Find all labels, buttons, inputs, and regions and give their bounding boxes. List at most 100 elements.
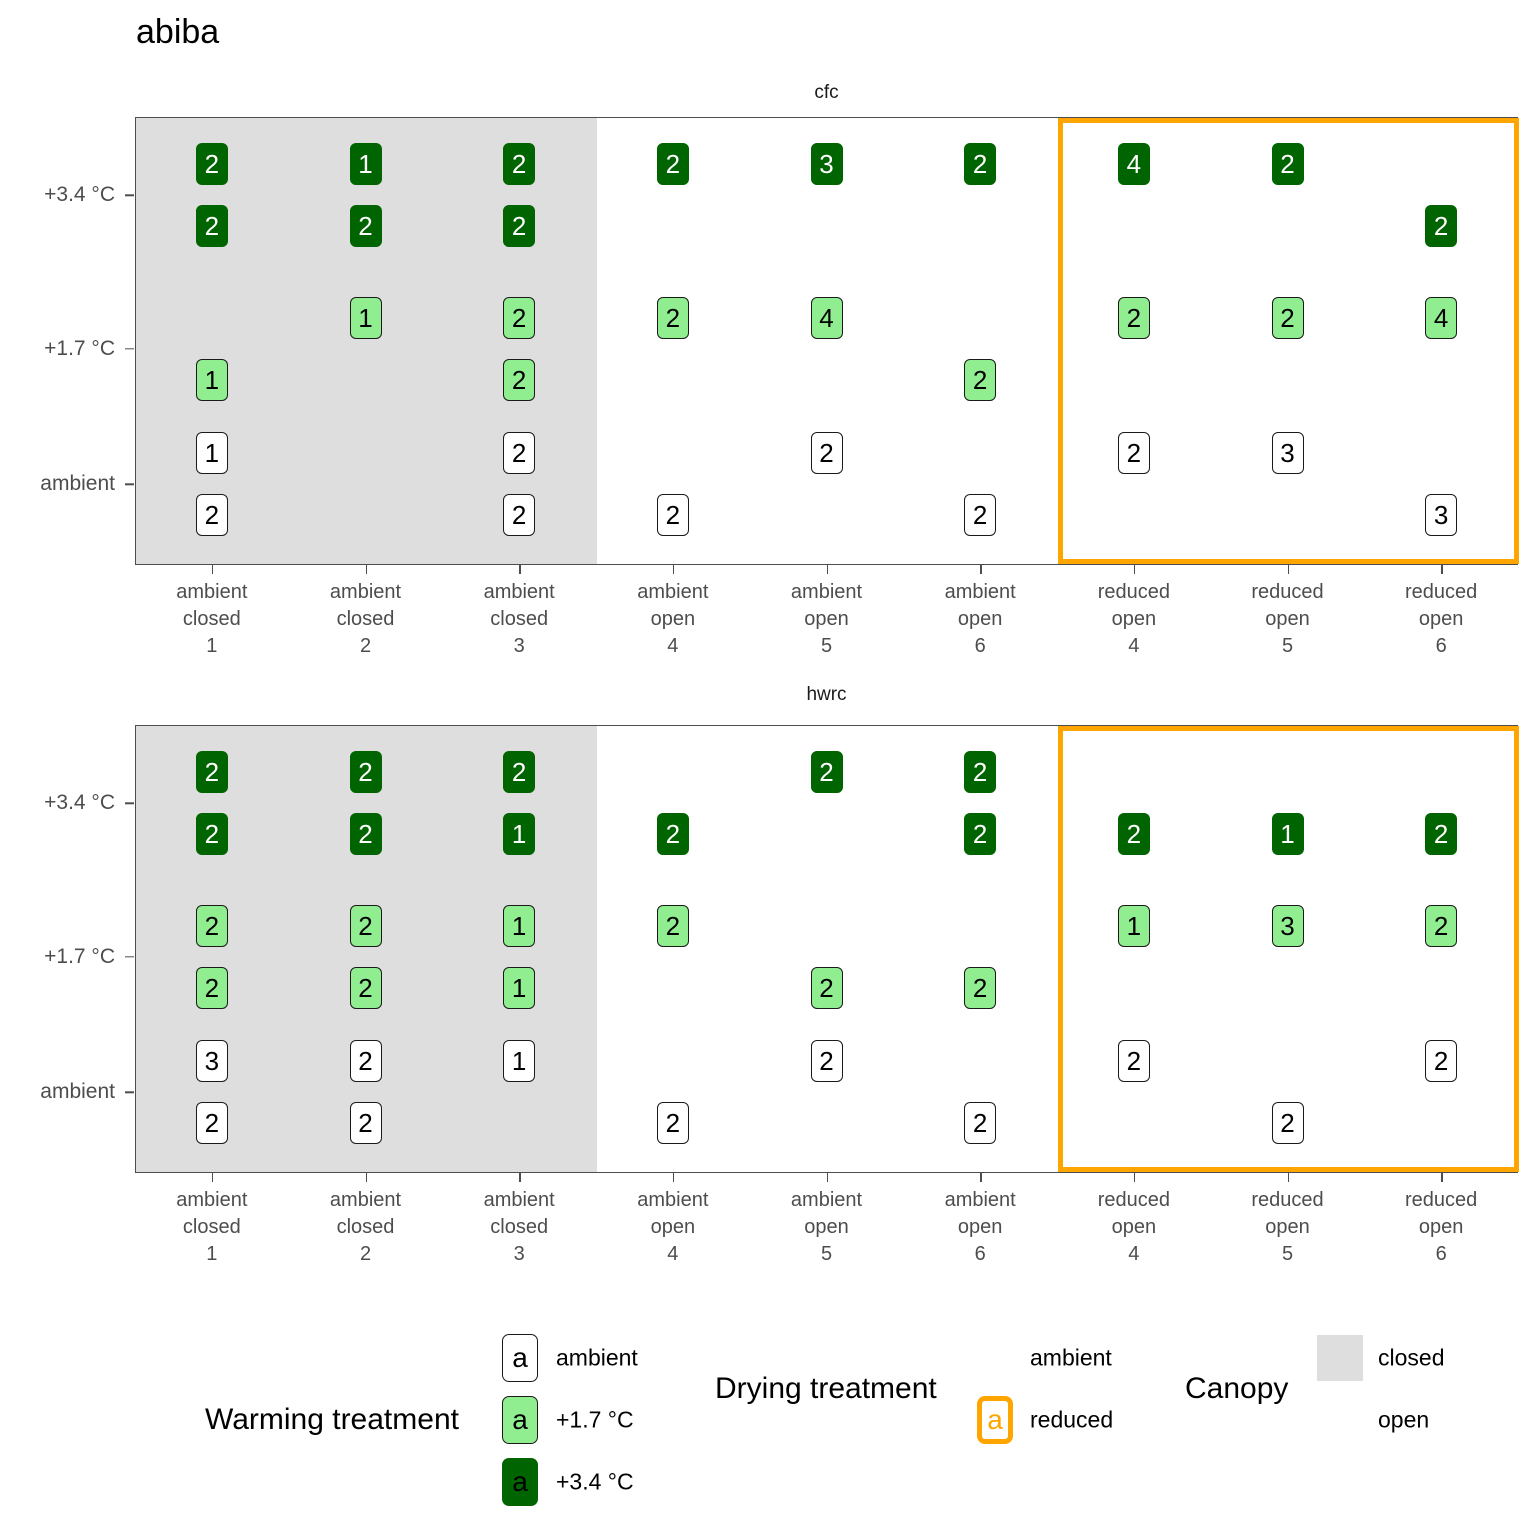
x-tick-label-line: 4 — [1128, 635, 1140, 657]
data-point: 2 — [964, 359, 997, 402]
data-point: 2 — [964, 813, 997, 856]
x-tick-label-line: open — [1265, 608, 1310, 630]
y-tick-mark-1-1 — [125, 956, 134, 958]
facet-strip-cfc: cfc — [814, 82, 839, 103]
data-point: 2 — [656, 494, 689, 537]
data-point: 1 — [503, 967, 536, 1010]
x-tick-label-line: reduced — [1251, 1189, 1324, 1211]
legend-title-canopy: Canopy — [1185, 1372, 1289, 1405]
data-point: 1 — [195, 432, 228, 475]
legend-key-warming-1: a — [502, 1396, 538, 1444]
x-tick-label-line: ambient — [176, 581, 248, 603]
x-tick-label-line: open — [957, 608, 1003, 630]
x-tick-mark-1-1 — [365, 1173, 367, 1182]
legend-label-canopy-0: closed — [1378, 1344, 1445, 1371]
data-point: 2 — [1425, 1040, 1458, 1083]
data-point: 2 — [503, 494, 536, 537]
plot-panel-cfc — [135, 117, 1519, 565]
x-tick-label-line: 5 — [820, 635, 833, 657]
x-tick-label-line: ambient — [944, 581, 1016, 603]
data-point: 2 — [503, 359, 536, 402]
data-point: 2 — [964, 494, 997, 537]
data-point: 2 — [195, 813, 228, 856]
x-tick-label-line: 1 — [206, 1243, 218, 1265]
y-tick-label-17°c: +1.7 °C — [44, 945, 115, 969]
x-tick-mark-1-0 — [211, 1173, 214, 1182]
data-point: 2 — [964, 143, 997, 186]
y-tick-mark-0-1 — [125, 348, 134, 350]
x-tick-label-line: ambient — [329, 581, 402, 603]
data-point: 2 — [195, 751, 228, 794]
x-tick-mark-0-1 — [365, 565, 367, 574]
x-tick-label-line: closed — [336, 608, 395, 630]
data-point: 2 — [1425, 813, 1458, 856]
x-tick-label-line: 5 — [1281, 1243, 1294, 1265]
x-tick-mark-0-0 — [211, 565, 214, 574]
x-tick-label-line: 4 — [667, 1243, 679, 1265]
data-point: 2 — [810, 967, 843, 1010]
data-point: 2 — [195, 143, 228, 186]
x-tick-label-line: 1 — [206, 635, 218, 657]
data-point: 4 — [810, 297, 843, 340]
data-point: 1 — [503, 1040, 536, 1083]
legend-title-drying: Drying treatment — [715, 1372, 937, 1405]
data-point: 2 — [349, 751, 382, 794]
x-tick-label-line: ambient — [483, 1189, 555, 1211]
x-tick-label-line: reduced — [1251, 581, 1324, 603]
x-tick-label-line: ambient — [637, 1189, 709, 1211]
x-tick-label-line: open — [650, 608, 696, 630]
x-tick-label-line: reduced — [1097, 1189, 1170, 1211]
x-tick-mark-0-4 — [826, 565, 828, 574]
legend-swatch-canopy-1 — [1317, 1397, 1363, 1443]
x-tick-mark-0-3 — [672, 565, 675, 574]
data-point: 2 — [656, 143, 689, 186]
x-tick-label-line: 6 — [974, 1243, 986, 1265]
x-tick-label-line: open — [804, 608, 849, 630]
x-tick-label-line: closed — [490, 608, 549, 630]
data-point: 2 — [656, 905, 689, 948]
x-tick-mark-1-5 — [980, 1173, 982, 1182]
data-point: 1 — [349, 297, 382, 340]
x-tick-label-line: open — [650, 1216, 696, 1238]
x-tick-label-line: open — [1111, 1216, 1157, 1238]
data-point: 2 — [1117, 432, 1150, 475]
data-point: 2 — [1425, 905, 1458, 948]
data-point: 1 — [349, 143, 382, 186]
data-point: 2 — [656, 1102, 689, 1145]
data-point: 2 — [195, 1102, 228, 1145]
x-tick-label-line: 3 — [513, 1243, 525, 1265]
x-tick-label-line: 5 — [1281, 635, 1294, 657]
data-point: 2 — [349, 1040, 382, 1083]
y-tick-label-34°c: +3.4 °C — [44, 791, 115, 815]
x-tick-label-1-2: ambient closed 3 — [484, 1187, 555, 1268]
x-tick-label-line: reduced — [1405, 581, 1478, 603]
data-point: 3 — [1271, 905, 1304, 948]
legend-swatch-canopy-0 — [1317, 1335, 1363, 1381]
x-tick-mark-0-2 — [519, 565, 521, 574]
data-point: 2 — [349, 813, 382, 856]
data-point: 2 — [195, 205, 228, 248]
y-tick-label-34°c: +3.4 °C — [44, 183, 115, 207]
x-tick-label-line: reduced — [1405, 1189, 1478, 1211]
x-tick-label-line: closed — [490, 1216, 549, 1238]
legend-label-warming-2: +3.4 °C — [556, 1468, 634, 1495]
x-tick-label-line: reduced — [1097, 581, 1170, 603]
y-tick-mark-0-2 — [125, 194, 134, 197]
x-tick-label-line: ambient — [483, 581, 555, 603]
data-point: 1 — [195, 359, 228, 402]
data-point: 2 — [1271, 1102, 1304, 1145]
canopy-closed-band — [136, 726, 597, 1172]
legend-key-warming-2: a — [502, 1458, 538, 1506]
y-tick-label-17°c: +1.7 °C — [44, 337, 115, 361]
legend-label-drying-0: ambient — [1030, 1344, 1112, 1371]
legend-label-drying-1: reduced — [1030, 1406, 1114, 1433]
data-point: 2 — [964, 967, 997, 1010]
x-tick-label-line: ambient — [176, 1189, 248, 1211]
data-point: 2 — [195, 967, 228, 1010]
x-tick-mark-1-8 — [1441, 1173, 1443, 1182]
